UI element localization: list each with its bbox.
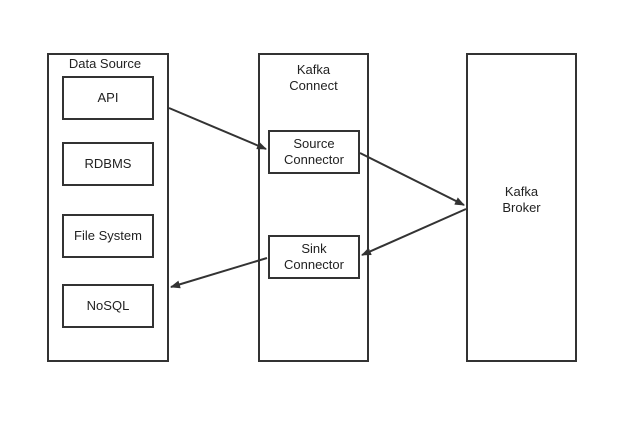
source-connector-box: Source Connector — [268, 130, 360, 174]
rdbms-box: RDBMS — [62, 142, 154, 186]
file-system-label: File System — [74, 228, 142, 243]
sink-connector-label: Sink Connector — [284, 241, 344, 272]
rdbms-label: RDBMS — [84, 156, 132, 171]
data-source-title: Data Source — [68, 56, 142, 71]
file-system-box: File System — [62, 214, 154, 258]
source-connector-label: Source Connector — [284, 136, 344, 167]
kafka-broker-container — [466, 53, 577, 362]
nosql-box: NoSQL — [62, 284, 154, 328]
kafka-connect-container — [258, 53, 369, 362]
api-label: API — [97, 90, 119, 105]
nosql-label: NoSQL — [86, 298, 130, 313]
arrow-sink-connector-to-nosql — [170, 257, 268, 289]
api-box: API — [62, 76, 154, 120]
kafka-connect-title: Kafka Connect — [289, 62, 338, 93]
sink-connector-box: Sink Connector — [268, 235, 360, 279]
arrow-api-to-source-connector — [168, 107, 267, 150]
kafka-broker-title: Kafka Broker — [502, 184, 541, 215]
arrow-broker-to-sink-connector — [361, 208, 467, 256]
arrow-source-connector-to-broker — [359, 152, 465, 206]
